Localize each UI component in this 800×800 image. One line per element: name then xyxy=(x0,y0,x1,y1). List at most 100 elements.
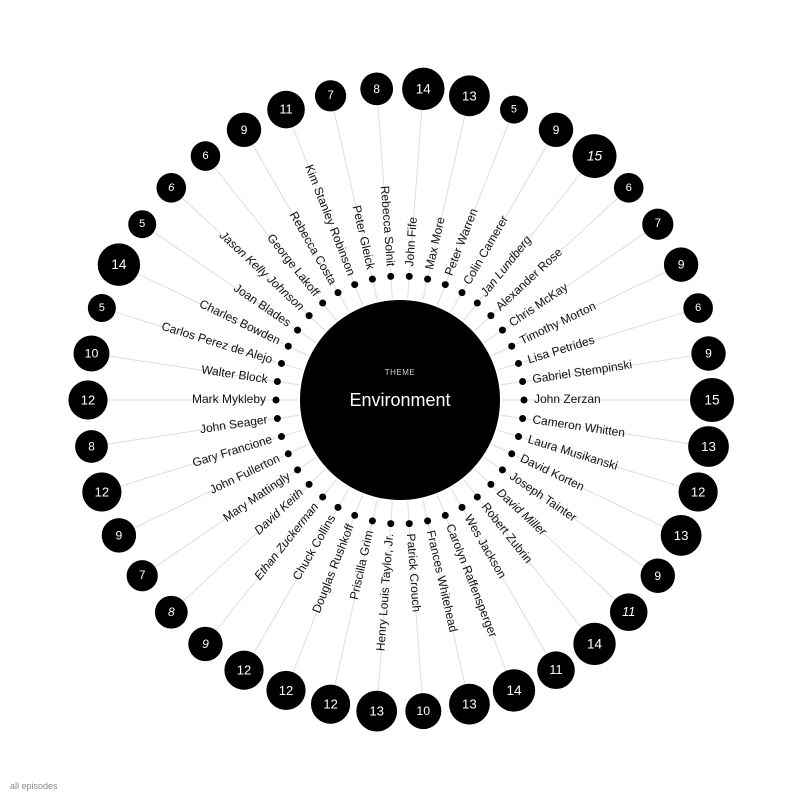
spoke-line xyxy=(497,429,680,487)
spoke-line xyxy=(474,197,619,331)
episode-count-label: 6 xyxy=(168,182,175,194)
episode-count-bubble xyxy=(82,472,122,512)
episode-count-label: 10 xyxy=(85,346,99,360)
guest-dot xyxy=(405,520,413,528)
episode-count-bubble xyxy=(688,426,729,467)
episode-count-label: 5 xyxy=(511,104,517,116)
spoke-line xyxy=(120,429,303,487)
episode-count-label: 6 xyxy=(626,182,632,194)
episode-count-bubble xyxy=(190,141,221,171)
guest-dot xyxy=(284,342,292,350)
episode-count-label: 9 xyxy=(678,258,685,272)
episode-count-label: 14 xyxy=(506,683,522,698)
episode-count-label: 7 xyxy=(327,90,333,102)
episode-count-bubble xyxy=(642,208,674,240)
episode-count-label: 9 xyxy=(654,569,661,583)
episode-count-label: 8 xyxy=(88,440,95,454)
spoke-line xyxy=(497,311,685,371)
center-circle xyxy=(300,300,500,500)
guest-name-label: John Seager xyxy=(199,412,268,436)
episode-count-label: 13 xyxy=(462,88,477,103)
episode-count-label: 8 xyxy=(168,605,175,619)
episode-count-label: 6 xyxy=(202,150,208,162)
spoke-line xyxy=(181,197,326,331)
spoke-line xyxy=(474,469,616,600)
episode-count-bubble xyxy=(538,112,574,148)
guest-name-label: John Fife xyxy=(402,216,420,267)
guest-dot xyxy=(319,299,327,307)
guest-dot xyxy=(514,359,522,367)
spokes-layer xyxy=(107,105,692,694)
episode-count-bubble xyxy=(573,622,616,666)
guest-dot xyxy=(458,503,466,511)
spoke-line xyxy=(422,115,466,301)
episode-count-bubble xyxy=(73,335,110,372)
spoke-line xyxy=(154,457,317,568)
guest-dot xyxy=(424,517,432,525)
guest-dot xyxy=(351,281,359,289)
guest-name-label: Patrick Crouch xyxy=(404,533,424,613)
spoke-line xyxy=(134,443,309,529)
episode-count-bubble xyxy=(188,626,223,662)
guest-dot xyxy=(368,275,376,283)
guest-dot xyxy=(334,289,342,297)
spoke-line xyxy=(377,501,393,691)
guest-dot xyxy=(508,450,516,458)
episode-count-label: 9 xyxy=(202,637,209,651)
guest-dot xyxy=(498,326,506,334)
episode-count-bubble xyxy=(640,558,675,593)
episode-count-bubble xyxy=(691,336,726,371)
episode-count-bubble xyxy=(613,172,644,203)
guest-dot xyxy=(498,466,506,474)
episode-count-bubble xyxy=(683,293,713,323)
episode-count-label: 14 xyxy=(111,257,127,272)
episode-count-bubble xyxy=(267,90,305,129)
guest-dot xyxy=(519,414,527,422)
guest-dot xyxy=(441,281,449,289)
episode-count-label: 9 xyxy=(116,528,123,542)
guest-dot xyxy=(520,396,528,404)
guest-dot xyxy=(424,275,432,283)
episode-count-bubble xyxy=(449,683,490,725)
guest-dot xyxy=(441,511,449,519)
episode-count-label: 13 xyxy=(674,528,689,543)
guest-dot xyxy=(278,433,286,441)
spoke-line xyxy=(483,457,644,567)
guest-dot xyxy=(305,312,313,320)
episode-count-label: 13 xyxy=(701,439,716,454)
spoke-line xyxy=(491,443,663,527)
guest-dot xyxy=(387,272,395,280)
episode-count-label: 9 xyxy=(553,123,560,137)
episode-count-label: 9 xyxy=(241,123,248,137)
spoke-line xyxy=(109,355,300,386)
episode-count-label: 14 xyxy=(587,636,603,651)
spoke-line xyxy=(334,499,378,686)
theme-caption: THEME xyxy=(385,368,416,377)
episode-count-bubble xyxy=(126,560,158,592)
episode-count-bubble xyxy=(75,430,108,463)
guest-dot xyxy=(273,378,281,386)
episode-count-label: 13 xyxy=(462,697,477,712)
spoke-line xyxy=(422,499,466,685)
spoke-line xyxy=(153,231,317,343)
guest-dot xyxy=(458,289,466,297)
guest-name-label: Max More xyxy=(422,215,448,270)
episode-count-bubble xyxy=(492,669,536,712)
episode-count-bubble xyxy=(609,593,648,632)
spoke-line xyxy=(463,479,582,628)
guest-dot xyxy=(272,396,280,404)
spoke-line xyxy=(436,494,507,671)
guest-dot xyxy=(305,480,313,488)
episode-count-label: 15 xyxy=(587,149,603,164)
episode-count-label: 12 xyxy=(323,697,337,712)
spoke-line xyxy=(182,469,326,602)
guest-name-label: Gabriel Stempinski xyxy=(531,357,633,386)
episode-count-bubble xyxy=(128,210,157,239)
episode-count-bubble xyxy=(690,378,734,422)
episode-count-bubble xyxy=(537,651,575,689)
episode-count-bubble xyxy=(499,95,528,124)
guest-name-label: Rebecca Solnit xyxy=(378,185,398,267)
spoke-line xyxy=(115,311,303,371)
episode-count-bubble xyxy=(660,514,702,556)
guest-dot xyxy=(284,450,292,458)
